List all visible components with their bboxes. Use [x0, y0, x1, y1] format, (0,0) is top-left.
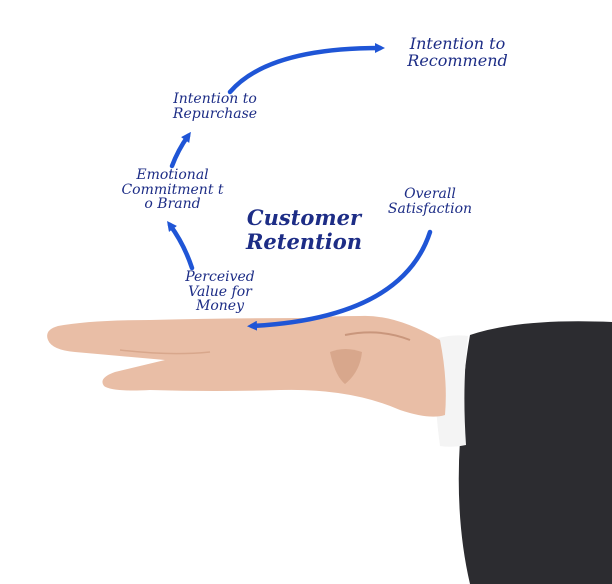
step-overall-satisfaction-line-1: Overall: [404, 186, 456, 202]
center-title-line-1: Customer: [246, 205, 362, 230]
arrow-value-to-commitment: [167, 220, 195, 271]
suit-sleeve: [458, 321, 612, 584]
thumb-crease: [344, 331, 411, 341]
step-emotional-commitment-line-2: Commitment t: [121, 181, 224, 198]
step-intention-repurchase: Intention to Repurchase: [150, 92, 280, 121]
step-intention-recommend: Intention to Recommend: [385, 34, 530, 70]
palm-shadow: [330, 349, 362, 384]
arrow-satisfaction-to-value: [247, 229, 433, 331]
step-perceived-value-line-1: Perceived: [185, 269, 255, 285]
finger-crease: [119, 349, 211, 355]
step-overall-satisfaction: Overall Satisfaction: [368, 187, 492, 216]
step-perceived-value-line-3: Money: [196, 298, 244, 315]
step-overall-satisfaction-line-2: Satisfaction: [387, 200, 473, 217]
step-intention-repurchase-line-1: Intention to: [173, 91, 257, 107]
step-intention-recommend-line-2: Recommend: [407, 50, 508, 70]
arrow-repurchase-to-recommend: [227, 43, 385, 95]
step-intention-recommend-line-1: Intention to: [409, 34, 506, 53]
step-perceived-value: Perceived Value for Money: [165, 270, 275, 314]
step-perceived-value-line-2: Value for: [188, 283, 252, 300]
open-palm-hand: [47, 315, 446, 417]
step-emotional-commitment: Emotional Commitment t o Brand: [100, 168, 245, 212]
center-title-line-2: Retention: [245, 228, 363, 254]
arrow-commitment-to-repurchase: [169, 131, 191, 169]
step-emotional-commitment-line-1: Emotional: [136, 167, 209, 183]
center-title: Customer Retention: [234, 206, 374, 253]
step-emotional-commitment-line-3: o Brand: [144, 196, 201, 213]
step-intention-repurchase-line-2: Repurchase: [172, 105, 258, 122]
